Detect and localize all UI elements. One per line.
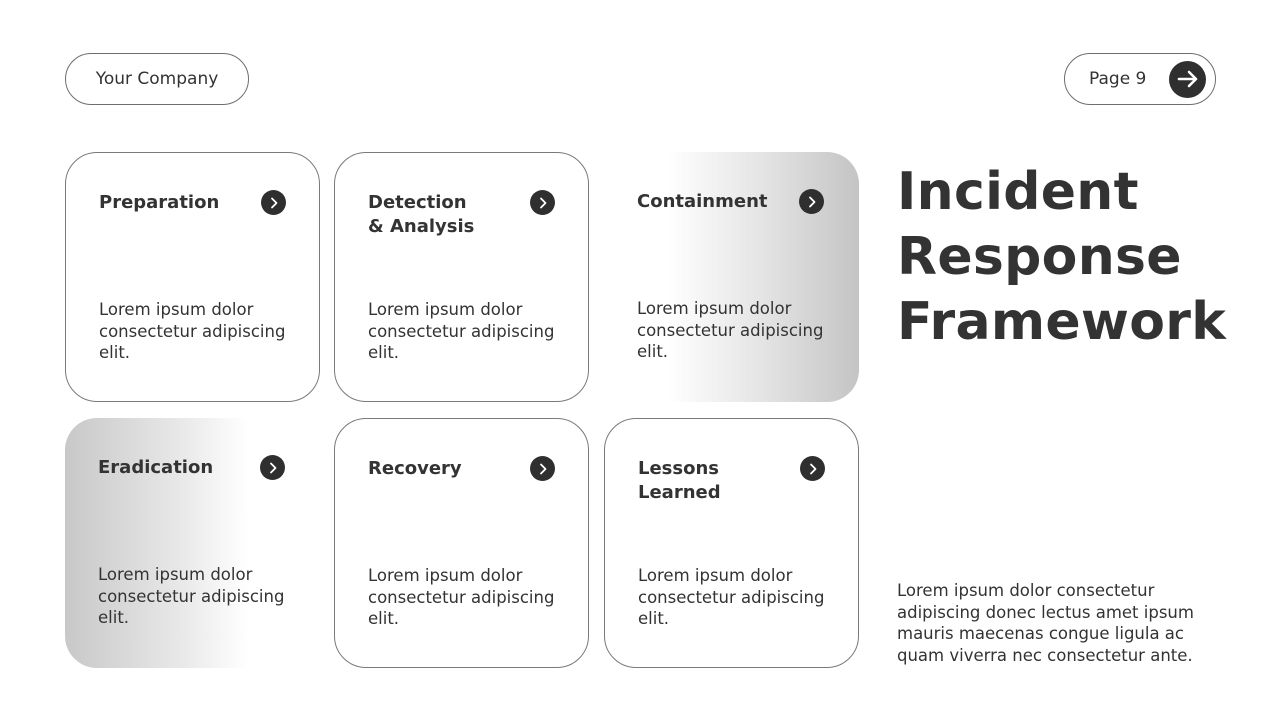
- card-body: Lorem ipsum dolor consectetur adipiscing…: [638, 566, 825, 628]
- company-label: Your Company: [95, 69, 219, 89]
- card-body: Lorem ipsum dolor consectetur adipiscing…: [98, 565, 285, 627]
- card-lessons-learned[interactable]: Lessons Learned Lorem ipsum dolor consec…: [604, 418, 859, 668]
- chevron-right-circle-icon[interactable]: [800, 456, 825, 481]
- card-title: Containment: [637, 191, 768, 212]
- card-recovery[interactable]: Recovery Lorem ipsum dolor consectetur a…: [334, 418, 589, 668]
- card-body: Lorem ipsum dolor consectetur adipiscing…: [368, 300, 555, 362]
- card-title: Preparation: [99, 192, 220, 213]
- page-label: Page 9: [1089, 69, 1147, 89]
- chevron-right-circle-icon[interactable]: [530, 190, 555, 215]
- card-body: Lorem ipsum dolor consectetur adipiscing…: [637, 299, 824, 361]
- card-title: Eradication: [98, 457, 214, 478]
- chevron-right-circle-icon[interactable]: [799, 189, 824, 214]
- card-eradication[interactable]: Eradication Lorem ipsum dolor consectetu…: [65, 418, 320, 668]
- card-containment[interactable]: Containment Lorem ipsum dolor consectetu…: [604, 152, 859, 402]
- page-title: Incident Response Framework: [897, 160, 1226, 355]
- company-pill: Your Company: [65, 53, 249, 105]
- card-detection-analysis[interactable]: Detection & Analysis Lorem ipsum dolor c…: [334, 152, 589, 402]
- page-pill[interactable]: Page 9: [1064, 53, 1216, 105]
- card-title: Detection & Analysis: [368, 192, 475, 237]
- chevron-right-circle-icon[interactable]: [260, 455, 285, 480]
- chevron-right-circle-icon[interactable]: [261, 190, 286, 215]
- title-line-1: Incident: [897, 162, 1139, 222]
- description-text: Lorem ipsum dolor consectetur adipiscing…: [897, 581, 1194, 665]
- card-body: Lorem ipsum dolor consectetur adipiscing…: [99, 300, 286, 362]
- chevron-right-circle-icon[interactable]: [530, 456, 555, 481]
- title-line-2: Response: [897, 227, 1182, 287]
- card-body: Lorem ipsum dolor consectetur adipiscing…: [368, 566, 555, 628]
- card-title: Lessons Learned: [638, 458, 721, 503]
- title-line-3: Framework: [897, 292, 1227, 352]
- card-title: Recovery: [368, 458, 462, 479]
- arrow-right-icon[interactable]: [1169, 60, 1206, 98]
- card-preparation[interactable]: Preparation Lorem ipsum dolor consectetu…: [65, 152, 320, 402]
